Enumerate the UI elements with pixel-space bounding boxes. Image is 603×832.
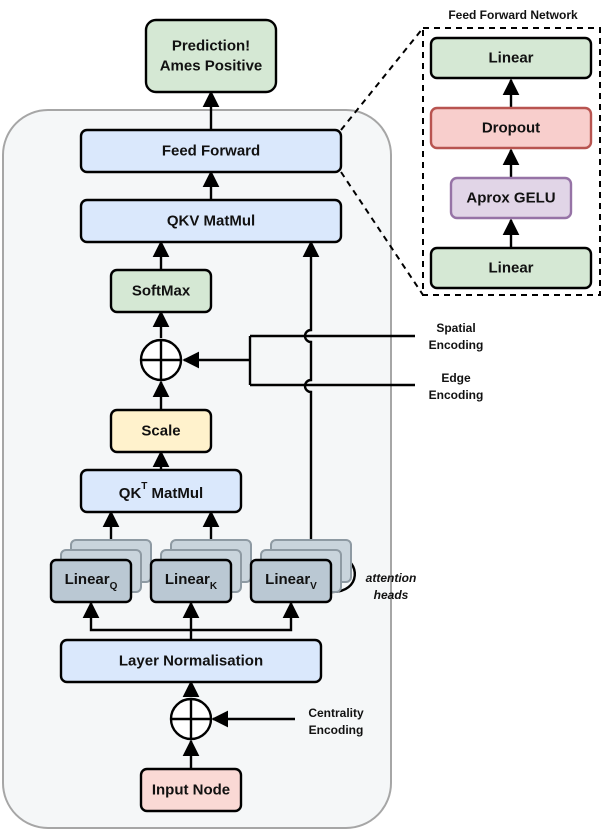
softmax-box bbox=[109, 268, 213, 314]
linear-q-label: LinearQ bbox=[65, 571, 118, 592]
attention-heads-label-1: attention bbox=[366, 571, 417, 585]
scale-box bbox=[109, 408, 213, 454]
ffn-linear-top-box bbox=[429, 36, 593, 80]
scale-label: Scale bbox=[141, 423, 180, 440]
linear-q-box bbox=[49, 558, 133, 604]
sum-circle-centrality bbox=[169, 697, 213, 741]
layer-norm-label: Layer Normalisation bbox=[119, 653, 263, 670]
qkt-matmul-box bbox=[79, 468, 243, 514]
ffn-dropout-box bbox=[429, 106, 593, 150]
prediction-label-1: Prediction! bbox=[172, 38, 250, 55]
attention-heads-label-2: heads bbox=[374, 588, 409, 602]
ffn-dropout-label: Dropout bbox=[482, 120, 540, 137]
edge-encoding-label-2: Encoding bbox=[429, 388, 484, 402]
spatial-encoding-label-2: Encoding bbox=[429, 338, 484, 352]
arrow-to-linear-q bbox=[82, 601, 191, 632]
centrality-encoding-label-2: Encoding bbox=[309, 723, 364, 737]
layer-norm-box bbox=[59, 638, 323, 684]
linear-k-label: LinearK bbox=[165, 571, 218, 592]
ffn-gelu-label: Aprox GELU bbox=[466, 190, 555, 207]
input-node-label: Input Node bbox=[152, 782, 230, 799]
arrow-to-linear-v bbox=[191, 601, 300, 632]
ffn-linear-bottom-label: Linear bbox=[488, 260, 533, 277]
zoom-line-bottom bbox=[340, 171, 424, 296]
edge-encoding-label-1: Edge bbox=[441, 371, 471, 385]
linear-k-box bbox=[149, 558, 233, 604]
ffn-linear-top-label: Linear bbox=[488, 50, 533, 67]
ffn-title: Feed Forward Network bbox=[448, 8, 578, 22]
prediction-box bbox=[144, 18, 278, 94]
ffn-gelu-box bbox=[449, 176, 573, 220]
prediction-label-2: Ames Positive bbox=[160, 58, 263, 75]
softmax-label: SoftMax bbox=[132, 283, 191, 300]
qkv-matmul-box bbox=[79, 198, 343, 244]
ffn-linear-bottom-box bbox=[429, 246, 593, 290]
input-node-box bbox=[139, 767, 243, 813]
arrow-v-to-qkv bbox=[302, 240, 320, 540]
ffn-detail-box bbox=[422, 27, 601, 296]
sum-circle-attention bbox=[139, 338, 183, 382]
linear-v-label: LinearV bbox=[265, 571, 317, 592]
feed-forward-box bbox=[79, 128, 343, 174]
feed-forward-label: Feed Forward bbox=[162, 143, 260, 160]
centrality-encoding-label-1: Centrality bbox=[308, 706, 364, 720]
linear-v-box bbox=[249, 558, 333, 604]
qkt-matmul-label: QKT MatMul bbox=[119, 481, 203, 502]
spatial-encoding-label-1: Spatial bbox=[436, 321, 475, 335]
qkv-matmul-label: QKV MatMul bbox=[167, 213, 255, 230]
